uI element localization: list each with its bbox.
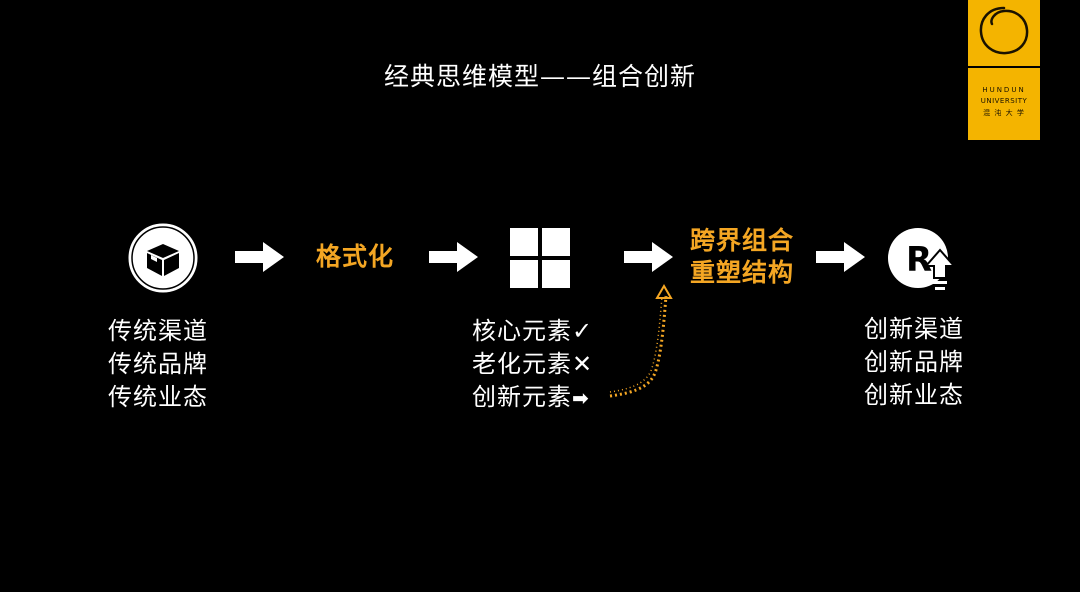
cross-combine-line2: 重塑结构 [690, 258, 795, 287]
logo-text-hundun: HUNDUN [982, 86, 1026, 94]
list-item: 传统业态 [108, 383, 208, 411]
arrow-right-icon [235, 242, 284, 272]
arrow-right-icon [429, 242, 478, 272]
arrow-small-icon: ➡ [572, 386, 590, 410]
traditional-list: 传统渠道 传统品牌 传统业态 [108, 315, 208, 414]
innovative-element-label: 创新元素 [472, 383, 572, 411]
logo-text-chinese: 混 沌 大 学 [983, 109, 1025, 117]
format-label: 格式化 [316, 242, 395, 271]
check-icon: ✓ [572, 317, 594, 345]
list-item: 传统渠道 [108, 317, 208, 345]
list-item: 核心元素✓ [472, 315, 593, 348]
cross-combine-line1: 跨界组合 [690, 226, 795, 255]
dotted-connector [609, 284, 673, 398]
cross-combine-label: 跨界组合 重塑结构 [690, 225, 794, 289]
logo-circle-icon [979, 6, 1029, 55]
r-upload-icon: R [888, 228, 957, 290]
list-item: 创新渠道 [864, 315, 964, 343]
aging-element-label: 老化元素 [472, 350, 572, 378]
list-item: 创新业态 [864, 381, 964, 409]
core-element-label: 核心元素 [472, 317, 572, 345]
innovation-list: 创新渠道 创新品牌 创新业态 [864, 313, 964, 412]
logo-text-university: UNIVERSITY [980, 97, 1028, 105]
list-item: 传统品牌 [108, 350, 208, 378]
svg-text:R: R [906, 240, 932, 280]
elements-list: 核心元素✓ 老化元素✕ 创新元素➡ [472, 315, 593, 415]
box-icon [127, 222, 199, 294]
arrow-right-icon [624, 242, 673, 272]
cross-icon: ✕ [572, 350, 594, 378]
list-item: 创新品牌 [864, 348, 964, 376]
page-title: 经典思维模型——组合创新 [383, 62, 696, 91]
logo-divider [968, 66, 1040, 68]
list-item: 创新元素➡ [472, 381, 593, 415]
grid-icon [510, 228, 570, 288]
arrow-right-icon [816, 242, 865, 272]
list-item: 老化元素✕ [472, 348, 593, 381]
hundun-logo: HUNDUN UNIVERSITY 混 沌 大 学 [968, 0, 1040, 140]
